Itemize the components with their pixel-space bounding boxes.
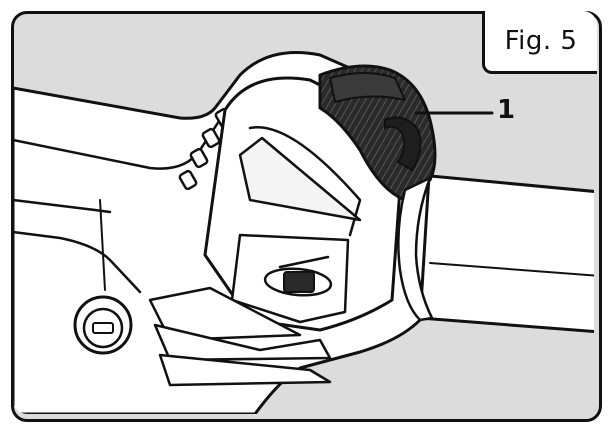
- shaft-edge-line: [429, 262, 594, 277]
- collar-ring: [397, 176, 434, 322]
- head-ridge: [248, 126, 362, 237]
- body-contour-lower: [13, 198, 112, 214]
- collar-grip: [384, 116, 422, 171]
- callout-1-number: 1: [497, 95, 516, 125]
- body-seam: [13, 230, 142, 294]
- guard-fins: [148, 286, 332, 387]
- slide-switch-knob: [283, 271, 315, 293]
- collar-band: [329, 72, 406, 103]
- shaft: [418, 173, 594, 334]
- switch-indicator-line: [278, 255, 330, 269]
- figure-label: Fig. 5: [482, 11, 597, 74]
- body-seam-2: [99, 199, 106, 291]
- head-window: [238, 136, 362, 222]
- screw-slot: [92, 322, 114, 334]
